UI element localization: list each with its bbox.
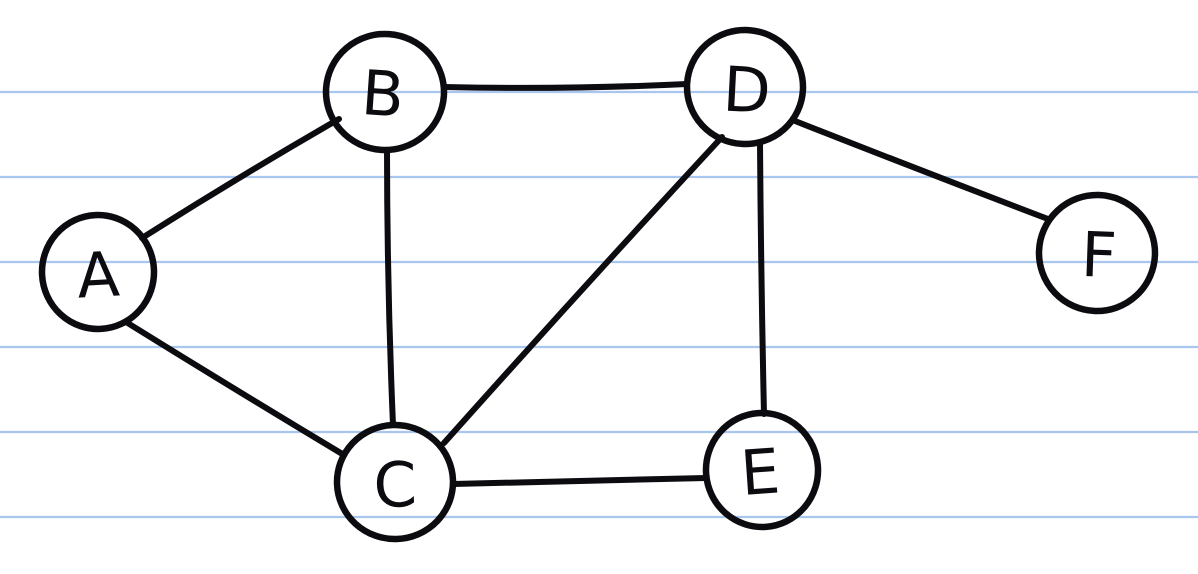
node-e[interactable]: E xyxy=(702,409,822,531)
node-e-circle[interactable] xyxy=(702,409,822,531)
node-d-circle[interactable] xyxy=(683,26,807,148)
edge-c-e[interactable]: C — E xyxy=(450,475,709,487)
node-b-label: B xyxy=(359,56,407,132)
edge-a-b[interactable]: A — B xyxy=(139,116,342,241)
node-d[interactable]: D xyxy=(683,26,807,148)
node-a-label: A xyxy=(75,237,121,312)
node-c-circle[interactable] xyxy=(333,421,457,543)
node-a-circle[interactable] xyxy=(38,211,158,333)
edge-c-d[interactable]: C — D xyxy=(441,134,725,446)
node-e-label: E xyxy=(738,434,782,510)
edge-layer: A — B A — C B — C B — D C — D C — E D — E D — F xyxy=(123,81,1051,487)
node-c-label: C xyxy=(372,448,418,522)
node-c[interactable]: C xyxy=(333,421,457,543)
edge-d-f[interactable]: D — F xyxy=(792,118,1051,222)
node-d-label: D xyxy=(721,52,773,127)
node-f[interactable]: F xyxy=(1035,191,1159,315)
node-a[interactable]: A xyxy=(38,211,158,333)
edge-d-e[interactable]: D — E xyxy=(757,141,767,417)
ruled-line-group xyxy=(0,90,1198,519)
edge-b-c[interactable]: B — C xyxy=(384,147,396,428)
node-f-label: F xyxy=(1080,218,1118,292)
node-f-circle[interactable] xyxy=(1035,191,1159,315)
edge-b-d[interactable]: B — D xyxy=(441,81,690,91)
edge-a-c[interactable]: A — C xyxy=(123,319,347,458)
